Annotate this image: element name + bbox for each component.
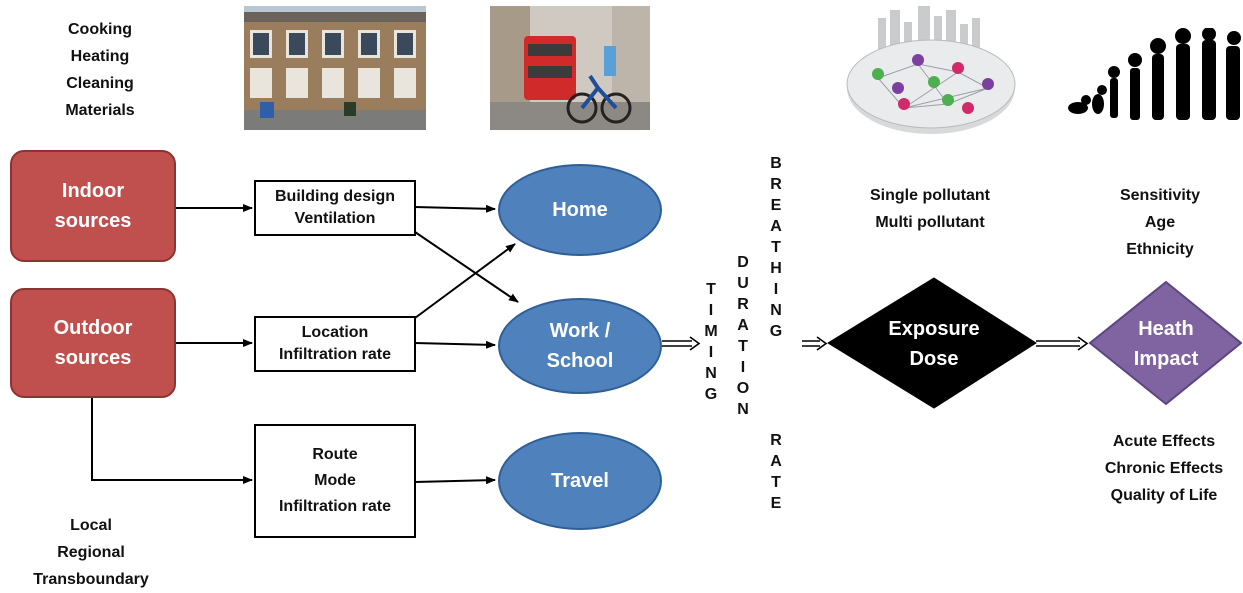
arrow-location-to-home	[414, 243, 516, 319]
vertical-letter: I	[708, 344, 714, 361]
arrow-building-to-work	[414, 231, 519, 303]
sensitivity-label: Sensitivity	[1119, 187, 1201, 204]
exposure-diamond	[827, 277, 1037, 409]
vertical-letter: B	[770, 155, 782, 172]
location-line-2: Infiltration rate	[278, 346, 391, 363]
activity-cleaning: Cleaning	[66, 75, 134, 92]
activity-heating: Heating	[70, 48, 130, 65]
scale-list: Local Regional Transboundary	[16, 512, 166, 593]
double-arrow-factors-to-exposure	[802, 336, 828, 351]
route-line-1: Route	[312, 446, 358, 463]
vertical-letter: R	[737, 296, 749, 313]
single-pollutant-label: Single pollutant	[870, 187, 990, 204]
vertical-letter: G	[769, 323, 783, 340]
indoor-sources-line-1: Indoor	[61, 180, 125, 202]
vertical-letter: A	[770, 218, 782, 235]
vertical-letter: G	[704, 386, 718, 403]
route-box: Route Mode Infiltration rate	[254, 424, 416, 538]
street-bus-photo	[490, 6, 650, 130]
vertical-letter: I	[740, 359, 746, 376]
vertical-letter: N	[705, 365, 717, 382]
building-design-box: Building design Ventilation	[254, 180, 416, 236]
exposure-line-1: Exposure	[888, 318, 980, 340]
route-line-3: Infiltration rate	[278, 498, 391, 515]
vertical-letter: R	[770, 176, 782, 193]
quality-of-life-label: Quality of Life	[1110, 487, 1218, 504]
vertical-letter: E	[770, 495, 782, 512]
scale-transboundary: Transboundary	[33, 571, 149, 588]
vertical-letter: I	[708, 302, 714, 319]
building-design-line-1: Building design	[275, 188, 395, 205]
work-school-ellipse: Work / School	[498, 298, 662, 394]
age-label: Age	[1144, 214, 1176, 231]
arrow-route-to-travel	[414, 476, 496, 485]
arrow-location-to-work	[414, 340, 496, 349]
ethnicity-label: Ethnicity	[1126, 241, 1194, 258]
sensitivity-labels: Sensitivity Age Ethnicity	[1100, 182, 1220, 263]
impact-line-1: Heath	[1138, 318, 1194, 340]
work-label-line-2: School	[546, 350, 614, 372]
vertical-letter: I	[773, 281, 779, 298]
pollutant-labels: Single pollutant Multi pollutant	[840, 182, 1020, 236]
route-line-2: Mode	[314, 472, 356, 489]
impact-line-2: Impact	[1133, 348, 1199, 370]
vertical-letter: D	[737, 254, 749, 271]
multi-pollutant-label: Multi pollutant	[875, 214, 985, 231]
arrow-outdoor-to-route	[91, 398, 253, 484]
pollutant-network-image	[846, 6, 1016, 134]
vertical-letter: T	[771, 474, 781, 491]
scale-regional: Regional	[57, 544, 125, 561]
vertical-letter: N	[737, 401, 749, 418]
location-line-1: Location	[301, 324, 369, 341]
outdoor-sources-line-1: Outdoor	[53, 317, 133, 339]
vertical-letter: O	[736, 380, 750, 397]
vertical-letter: N	[770, 302, 782, 319]
vertical-letter: T	[706, 281, 716, 298]
houses-photo	[244, 6, 426, 130]
outdoor-sources-line-2: sources	[54, 347, 132, 369]
impact-diamond	[1088, 280, 1243, 406]
activity-materials: Materials	[65, 102, 135, 119]
work-label-line-1: Work /	[549, 320, 611, 342]
acute-effects-label: Acute Effects	[1112, 433, 1216, 450]
double-arrow-exposure-to-impact	[1036, 336, 1089, 351]
indoor-activity-list: Cooking Heating Cleaning Materials	[40, 16, 160, 124]
vertical-letter: E	[770, 197, 782, 214]
double-arrow-work-to-factors	[662, 336, 701, 351]
outdoor-sources-box: Outdoor sources	[10, 288, 176, 398]
indoor-sources-box: Indoor sources	[10, 150, 176, 262]
impact-label: Heath Impact	[1110, 314, 1222, 374]
vertical-letter: R	[770, 432, 782, 449]
location-box: Location Infiltration rate	[254, 316, 416, 372]
vertical-letter: T	[771, 239, 781, 256]
vertical-letter: H	[770, 260, 782, 277]
travel-ellipse: Travel	[498, 432, 662, 530]
home-ellipse: Home	[498, 164, 662, 256]
travel-label: Travel	[551, 470, 609, 492]
vertical-letter: A	[770, 453, 782, 470]
building-design-line-2: Ventilation	[294, 210, 376, 227]
chronic-effects-label: Chronic Effects	[1104, 460, 1224, 477]
exposure-label: Exposure Dose	[860, 314, 1008, 374]
indoor-sources-line-2: sources	[54, 210, 132, 232]
effects-list: Acute Effects Chronic Effects Quality of…	[1096, 428, 1232, 509]
vertical-letter: A	[737, 317, 749, 334]
home-label: Home	[552, 199, 608, 221]
scale-local: Local	[70, 517, 112, 534]
age-silhouettes-image	[1068, 28, 1241, 120]
vertical-letter: U	[737, 275, 749, 292]
arrow-building-to-home	[414, 204, 496, 213]
vertical-letter: M	[704, 323, 718, 340]
activity-cooking: Cooking	[68, 21, 132, 38]
vertical-letter: T	[738, 338, 748, 355]
exposure-line-2: Dose	[909, 348, 959, 370]
